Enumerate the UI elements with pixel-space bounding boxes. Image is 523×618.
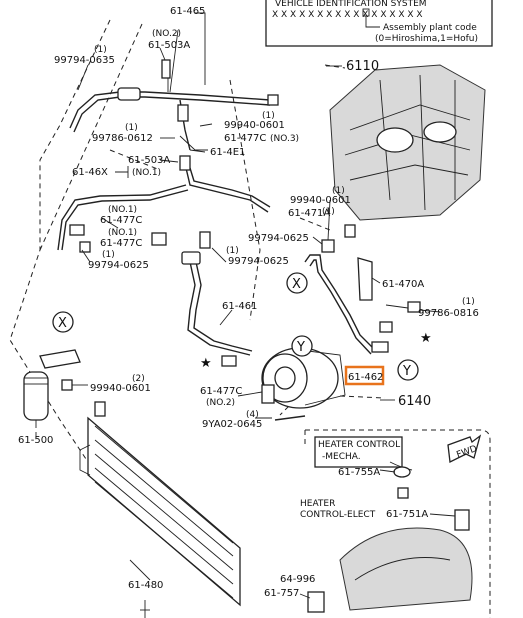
vin-title: VEHICLE IDENTIFICATION SYSTEM <box>275 0 427 9</box>
hose-61-461 <box>181 231 253 367</box>
label-61-755A: 61-755A <box>338 467 380 478</box>
compressor-6140 <box>261 347 346 421</box>
label-61-4E1: 61-4E1 <box>210 147 245 158</box>
marker-x-top: X <box>292 277 301 292</box>
label-61-757: 61-757 <box>264 588 299 599</box>
label-61-477C-no2: 61-477C <box>200 386 242 397</box>
label-99940-0601a: 99940-0601 <box>224 120 285 131</box>
label-qty-99940-0601a: (1) <box>262 111 275 121</box>
label-61-471A: 61-471A <box>288 208 330 219</box>
label-61-470A: 61-470A <box>382 279 424 290</box>
label-99940-0601c: 99940-0601 <box>90 383 151 394</box>
label-99940-0601b: 99940-0601 <box>290 195 351 206</box>
star-markers: ★ ★ <box>200 331 432 371</box>
label-qty-9YA02: (4) <box>246 410 259 420</box>
heater-control-box <box>304 429 491 618</box>
circle-markers: X X Y Y <box>52 272 419 381</box>
label-61-751A: 61-751A <box>386 509 428 520</box>
label-no1-left2: (NO.1) <box>108 228 137 238</box>
label-99786-0612: 99786-0612 <box>92 133 153 144</box>
label-no2-top: (NO.2) <box>152 29 181 39</box>
label-61-500: 61-500 <box>18 435 53 446</box>
vin-box: VEHICLE IDENTIFICATION SYSTEM X X X X X … <box>265 0 493 47</box>
label-heater-control-elect-1: HEATER <box>300 499 335 509</box>
label-qty-99786-0816: (1) <box>462 297 475 307</box>
label-qty-99940-0601b: (1) <box>332 186 345 196</box>
label-no3: (NO.3) <box>270 134 299 144</box>
label-61-477C-left: 61-477C <box>100 215 142 226</box>
label-qty-99786-0612: (1) <box>125 123 138 133</box>
star-icon: ★ <box>420 331 432 346</box>
leader-lines <box>35 12 456 599</box>
label-heater-control-mecha-2: -MECHA. <box>322 452 361 462</box>
label-99794-0625a: 99794-0625 <box>88 260 149 271</box>
label-99794-0635: 99794-0635 <box>54 55 115 66</box>
vin-plant-code-values: (0=Hiroshima,1=Hofu) <box>375 34 478 44</box>
callout-labels: 61-465 (NO.2) 61-503A (1) 99794-0635 (1)… <box>18 6 479 599</box>
label-61-477C-left2: 61-477C <box>100 238 142 249</box>
label-no1-left: (NO.1) <box>108 205 137 215</box>
label-qty-99794-0635: (1) <box>94 45 107 55</box>
engine-6110 <box>329 64 486 221</box>
label-64-996: 64-996 <box>280 574 315 585</box>
vin-pattern: X X X X X X X X X X X X X X X X X <box>272 10 423 20</box>
label-9YA02-0645: 9YA02-0645 <box>202 419 262 430</box>
label-99794-0625c: 99794-0625 <box>248 233 309 244</box>
label-no2-bottom: (NO.2) <box>206 398 235 408</box>
label-heater-control-elect-2: CONTROL-ELECT <box>300 510 376 520</box>
label-99786-0816: 99786-0816 <box>418 308 479 319</box>
hose-61-462 <box>304 224 421 355</box>
marker-x-left: X <box>58 316 67 331</box>
label-61-462: 61-462 <box>348 372 383 383</box>
star-icon: ★ <box>200 356 212 371</box>
hose-assembly-61-465 <box>69 29 279 151</box>
label-61-503A-top: 61-503A <box>148 40 190 51</box>
vin-plant-code-label: Assembly plant code <box>383 23 477 33</box>
label-61-465: 61-465 <box>170 6 205 17</box>
label-61-46X: 61-46X <box>72 167 108 178</box>
label-61-477C-no3: 61-477C <box>224 133 266 144</box>
label-6140: 6140 <box>398 394 431 409</box>
label-heater-control-mecha-1: HEATER CONTROL <box>318 440 400 450</box>
label-qty-99794-0625b: (1) <box>226 246 239 256</box>
pointer-arrows <box>326 65 395 401</box>
label-no1-mid: (NO.1) <box>132 168 161 178</box>
marker-y-mid: Y <box>296 340 305 355</box>
label-6110: 6110 <box>346 59 379 74</box>
label-qty-99794-0625a: (1) <box>102 250 115 260</box>
marker-y-right: Y <box>402 364 411 379</box>
condenser-61-480 <box>79 401 241 618</box>
highlight-61-462 <box>344 365 385 386</box>
label-qty-61-471A: (1) <box>322 207 335 217</box>
hose-assembly-61-46X <box>57 155 271 253</box>
label-61-461: 61-461 <box>222 301 257 312</box>
dashed-outlines <box>9 19 386 481</box>
label-61-480: 61-480 <box>128 580 163 591</box>
label-99794-0625b: 99794-0625 <box>228 256 289 267</box>
label-qty-99940-0601c: (2) <box>132 374 145 384</box>
receiver-drier-61-500 <box>23 349 81 428</box>
label-61-503A-mid: 61-503A <box>128 155 170 166</box>
